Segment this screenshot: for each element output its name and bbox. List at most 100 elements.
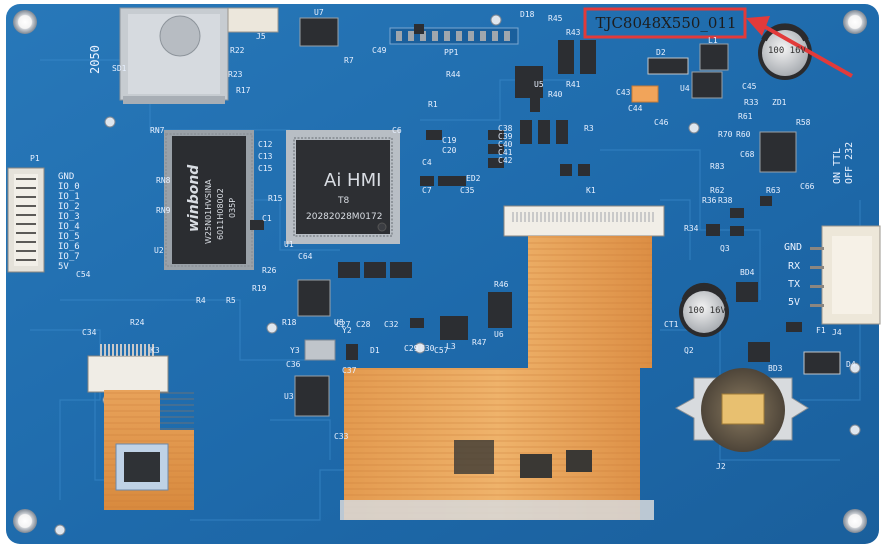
silk-r15: R15 [268,194,283,203]
silk-c29: C29 [404,344,419,353]
silk-c1: C1 [262,214,272,223]
u7-ic [299,17,339,47]
silk-d4: D4 [846,360,856,369]
ic-zd1 [759,131,797,173]
silk-rn9: RN9 [156,206,171,215]
silk-r43: R43 [566,28,581,37]
model-highlight-box [583,7,747,39]
cap-ct1 [679,282,729,337]
silk-c27: C27 [336,320,351,329]
u6-ic [488,292,512,328]
silk-c35: C35 [460,186,475,195]
silk-bd4: BD4 [740,268,755,277]
left-header-ref: P1 [30,154,40,163]
silk-c7: C7 [422,186,432,195]
silk-r38: R38 [718,196,733,205]
ic-l1 [699,43,729,71]
battery-holder-ref: J2 [716,462,726,471]
silk-r36: R36 [702,196,717,205]
flash-ic-brand: winbond [186,164,202,232]
silk-rn8: RN8 [156,176,171,185]
silk-r47: R47 [472,338,487,347]
silk-f1: F1 [816,326,826,335]
uart-pin-tx: TX [788,279,801,290]
silk-c45: C45 [742,82,757,91]
silk-u7: U7 [314,8,324,17]
main-ic-line2: T8 [338,196,350,206]
silk-c66: C66 [800,182,815,191]
silk-r1: R1 [428,100,438,109]
highlight-arrow-head [746,16,770,36]
highlight-arrow [759,22,853,78]
silk-c40: C40 [498,140,513,149]
silk-c36: C36 [286,360,301,369]
silk-d18: D18 [520,10,535,19]
silk-r70: R70 [718,130,733,139]
sd-slot-label: 2050 [88,45,102,74]
uart-connector-ref: J4 [832,328,842,337]
cap-c43-ref: C43 [616,88,631,97]
silk-u8: U8 [334,318,344,327]
j5-connector [227,7,279,33]
uart-pin-rx: RX [788,261,801,272]
flash-ic-line4: 035P [228,197,237,218]
silk-rn7: RN7 [150,126,165,135]
silk-c42: C42 [498,156,513,165]
u3-ic [294,375,330,417]
silk-r7: R7 [344,56,354,65]
silk-r33: R33 [744,98,759,107]
d4-component [803,351,841,375]
left-header-pin-5v: 5V [58,262,69,272]
silk-c64: C64 [298,252,313,261]
smd-components [250,24,802,360]
silk-y2: Y2 [342,326,352,335]
silk-c44: C44 [628,104,643,113]
cap-ct1-rating: 100 16V [688,306,726,316]
pp1-pads [389,27,519,45]
silk-r26: R26 [262,266,277,275]
ttl-switch-on-label: ON TTL [832,147,843,184]
left-header-pin-io1: IO_1 [58,192,80,202]
silk-r41: R41 [566,80,581,89]
silk-c68: C68 [740,150,755,159]
silk-q3: Q3 [720,244,730,253]
silk-c57: C57 [434,346,449,355]
silk-l3: L3 [446,342,456,351]
silk-k3: K3 [150,346,160,355]
silk-r18: R18 [282,318,297,327]
silk-c39: C39 [498,132,513,141]
uart-pin-gnd: GND [784,242,803,253]
silk-pp1: PP1 [444,48,459,57]
left-header-pin-io0: IO_0 [58,182,80,192]
silk-bd3: BD3 [768,364,783,373]
battery-holder [674,368,809,452]
silk-c13: C13 [258,152,273,161]
silk-c20: C20 [442,146,457,155]
silk-l1: L1 [708,36,718,45]
silk-ed2: ED2 [466,174,481,183]
cap-c43 [758,23,812,80]
main-ic [286,130,400,244]
bd3-ic [748,342,770,362]
cap-c43-rating: 100 16V [768,46,806,56]
ic-u4 [691,71,723,99]
left-io-header [7,167,45,273]
silk-r19: R19 [252,284,267,293]
silk-c46: C46 [654,118,669,127]
silk-c30: C30 [420,344,435,353]
flash-ic [164,130,254,270]
diode-d2 [647,57,689,75]
u8-ic [297,279,331,317]
silk-c15: C15 [258,164,273,173]
silk-sd1: SD1 [112,64,127,73]
silk-j5: J5 [256,32,266,41]
silk-zd1: ZD1 [772,98,787,107]
silk-r17: R17 [236,86,251,95]
left-header-pin-io3: IO_3 [58,212,80,222]
silk-c41: C41 [498,148,513,157]
sd-card-slot [119,7,229,104]
left-header-pin-io6: IO_6 [58,242,80,252]
cap-ct1-ref: CT1 [664,320,679,329]
l3-inductor [440,316,468,340]
